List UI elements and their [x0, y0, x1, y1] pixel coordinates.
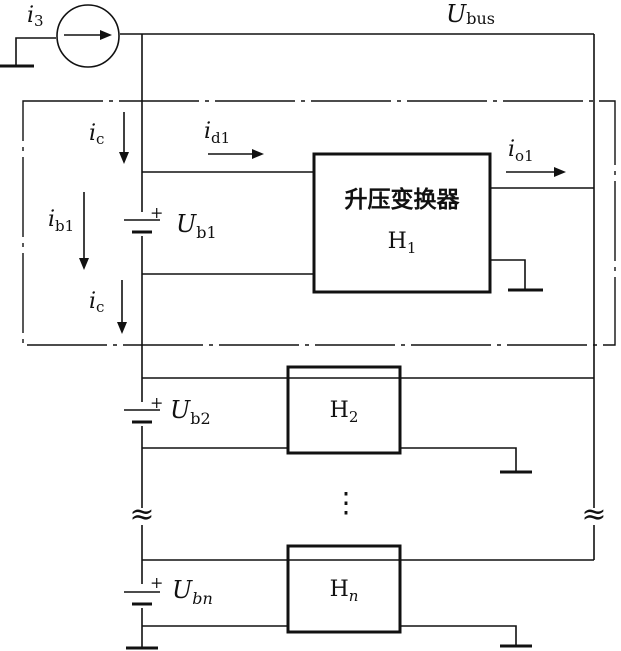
- h1-ground-wire: [490, 259, 526, 290]
- module1-boundary: [22, 100, 616, 346]
- converter-box-h2: [286, 365, 402, 455]
- source-lead: [15, 37, 56, 66]
- io1-label: io1: [508, 137, 534, 165]
- break-symbol-left: ≈: [129, 497, 154, 532]
- converter-h2-id: H2: [330, 398, 359, 426]
- battery-bn-plus: +: [150, 573, 163, 592]
- arrow-ic-bottom: [117, 280, 127, 334]
- battery-b1-plus: +: [150, 203, 163, 222]
- converter-h1-name: 升压变换器: [345, 186, 461, 213]
- battery-bn-label: Ubn: [172, 576, 213, 608]
- ic-bottom-label: ic: [89, 289, 104, 316]
- hn-ground-wire: [400, 625, 517, 646]
- ic-top-label: ic: [89, 121, 104, 148]
- battery-b2-plus: +: [150, 393, 163, 412]
- arrow-id1: [208, 149, 264, 159]
- h2-ground-wire: [400, 447, 517, 472]
- converter-h1-id: H1: [388, 229, 417, 257]
- current-source-symbol: [56, 4, 120, 68]
- converter-hn-id: Hn: [330, 577, 359, 605]
- ib1-label: ib1: [48, 207, 74, 235]
- battery-b1-symbol: [124, 212, 160, 236]
- bus-label: Ubus: [446, 0, 495, 28]
- source-current-label: i3: [27, 3, 44, 30]
- converter-box-h1: [312, 152, 492, 294]
- id1-label: id1: [204, 119, 230, 147]
- battery-b2-label: Ub2: [170, 396, 211, 428]
- battery-b2-symbol: [124, 402, 160, 426]
- arrow-ic-top: [119, 112, 129, 164]
- vertical-ellipsis: ⋮: [332, 486, 360, 519]
- battery-b1-label: Ub1: [176, 210, 217, 242]
- arrow-io1: [506, 167, 566, 177]
- battery-bn-symbol: [124, 584, 160, 608]
- break-symbol-right: ≈: [581, 497, 606, 532]
- arrow-ib1: [79, 192, 89, 270]
- converter-box-hn: [286, 544, 402, 634]
- wires: [0, 33, 595, 650]
